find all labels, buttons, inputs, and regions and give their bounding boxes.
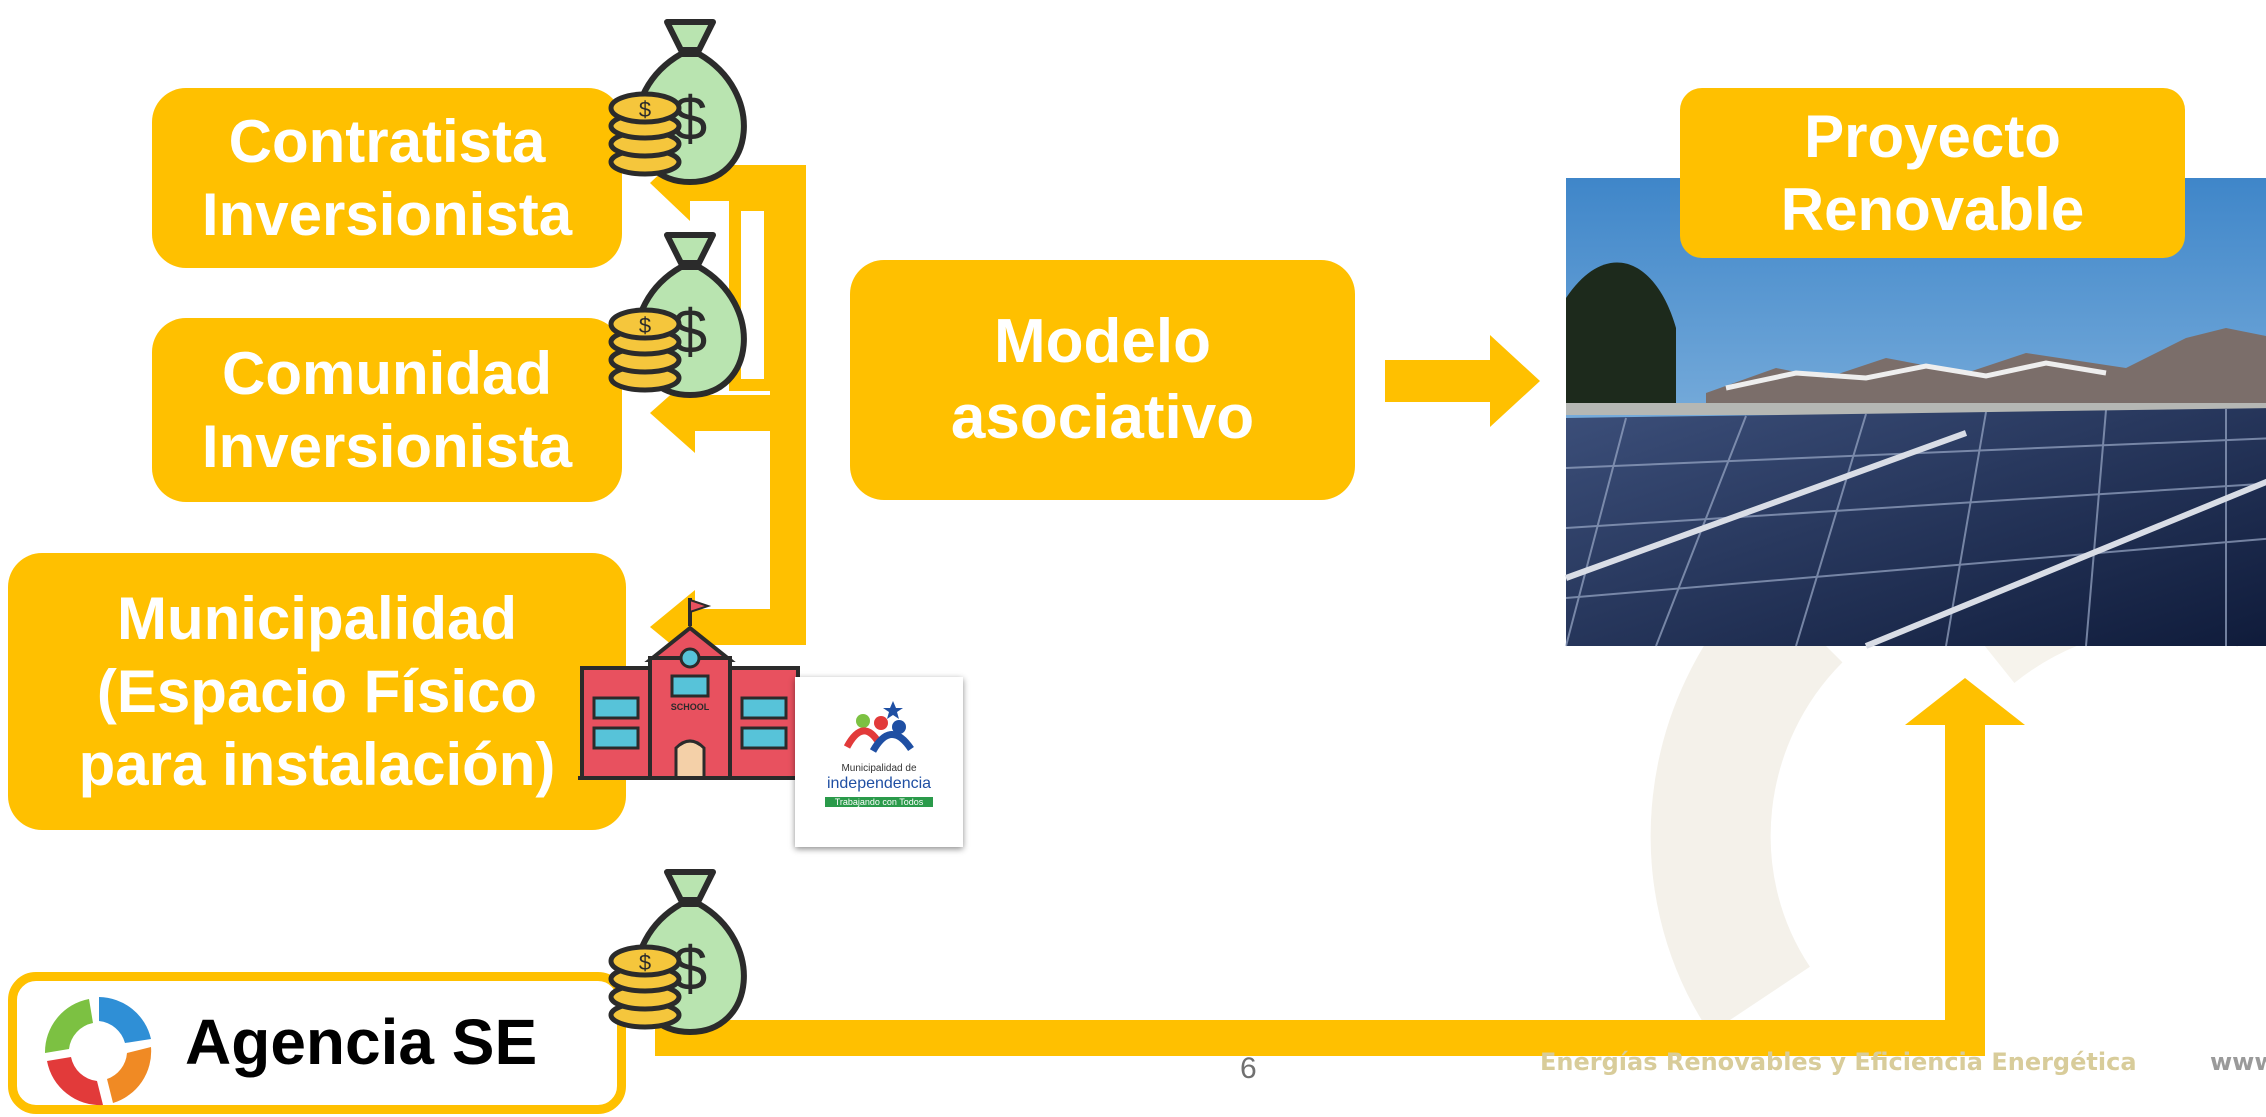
agency-logo-icon (44, 997, 152, 1106)
node-proyecto-renovable: Proyecto Renovable (1680, 88, 2185, 258)
arrow-up-icon (1905, 678, 2025, 725)
connector-municipalidad (690, 609, 806, 645)
node-agencia-se: Agencia SE (8, 972, 626, 1114)
coin-stack-icon: $ (608, 91, 682, 177)
agencia-label: Agencia SE (185, 1006, 538, 1078)
people-logo-icon (843, 701, 914, 753)
footer-url: www (2210, 1048, 2266, 1076)
logo-line3: Trabajando con Todos (825, 797, 933, 807)
school-sign: SCHOOL (671, 702, 710, 712)
node-comunidad-inversionista: Comunidad Inversionista (152, 318, 622, 502)
coin-stack-icon: $ (608, 307, 682, 393)
node-modelo-asociativo: Modelo asociativo (850, 260, 1355, 500)
connector-modelo-proyecto (1385, 360, 1495, 402)
svg-text:$: $ (639, 97, 651, 122)
logo-line2: independencia (826, 775, 932, 792)
node-contratista-inversionista: Contratista Inversionista (152, 88, 622, 268)
municipalidad-logo: Municipalidad de independencia Trabajand… (795, 677, 963, 847)
school-building-icon: SCHOOL (578, 598, 803, 780)
logo-line1: Municipalidad de (841, 763, 917, 774)
svg-text:$: $ (639, 950, 651, 975)
arrow-right-icon (1490, 335, 1540, 427)
coin-stack-icon: $ (608, 944, 682, 1030)
footer-tagline: Energías Renovables y Eficiencia Energét… (1540, 1048, 2137, 1076)
connector-agencia-vertical (1945, 720, 1985, 1056)
page-number: 6 (1240, 1052, 1257, 1085)
connector-agencia-horizontal (655, 1020, 1985, 1056)
node-municipalidad: Municipalidad (Espacio Físico para insta… (8, 553, 626, 830)
connector-comunidad (690, 395, 806, 431)
svg-text:$: $ (639, 313, 651, 338)
